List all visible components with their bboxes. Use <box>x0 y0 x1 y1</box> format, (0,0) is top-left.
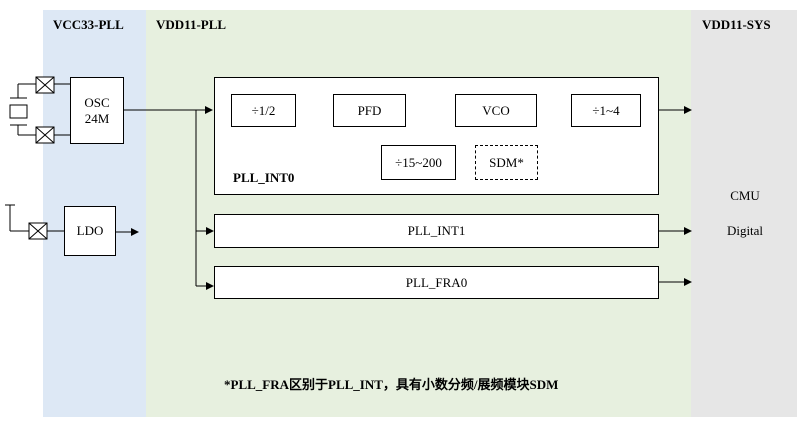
div-15-200-block: ÷15~200 <box>381 145 456 180</box>
crystal-body <box>9 104 28 119</box>
div-half-block: ÷1/2 <box>231 94 296 127</box>
sdm-block: SDM* <box>475 145 538 180</box>
ldo-block: LDO <box>64 206 116 256</box>
footnote: *PLL_FRA区别于PLL_INT，具有小数分频/展频模块SDM <box>224 377 559 392</box>
pfd-block: PFD <box>333 94 406 127</box>
div-1-4-block: ÷1~4 <box>571 94 641 127</box>
vco-label: VCO <box>482 102 510 118</box>
pll-int0-label: PLL_INT0 <box>233 170 295 185</box>
vcc33-pll-title: VCC33-PLL <box>53 17 124 32</box>
vdd11-sys-title: VDD11-SYS <box>702 17 771 32</box>
pll-fra0-label: PLL_FRA0 <box>405 274 468 290</box>
div-1-4-label: ÷1~4 <box>592 102 620 118</box>
pll-int1-block: PLL_INT1 <box>214 214 659 248</box>
pll-int1-label: PLL_INT1 <box>407 223 466 238</box>
osc-label-line2: 24M <box>84 110 110 126</box>
vdd11-pll-title: VDD11-PLL <box>156 17 227 32</box>
cmu-digital-label: Digital <box>726 223 764 238</box>
vdd11-sys-region <box>691 10 797 417</box>
div-15-200-label: ÷15~200 <box>395 154 442 170</box>
ldo-label: LDO <box>76 223 104 238</box>
div-half-label: ÷1/2 <box>251 102 276 118</box>
sdm-label: SDM* <box>489 154 524 170</box>
pfd-label: PFD <box>357 102 382 118</box>
osc-label-line1: OSC <box>84 94 110 110</box>
pll-fra0-block: PLL_FRA0 <box>214 266 659 299</box>
cmu-label: CMU <box>730 188 760 203</box>
vco-block: VCO <box>455 94 537 127</box>
osc-block: OSC 24M <box>70 77 124 144</box>
